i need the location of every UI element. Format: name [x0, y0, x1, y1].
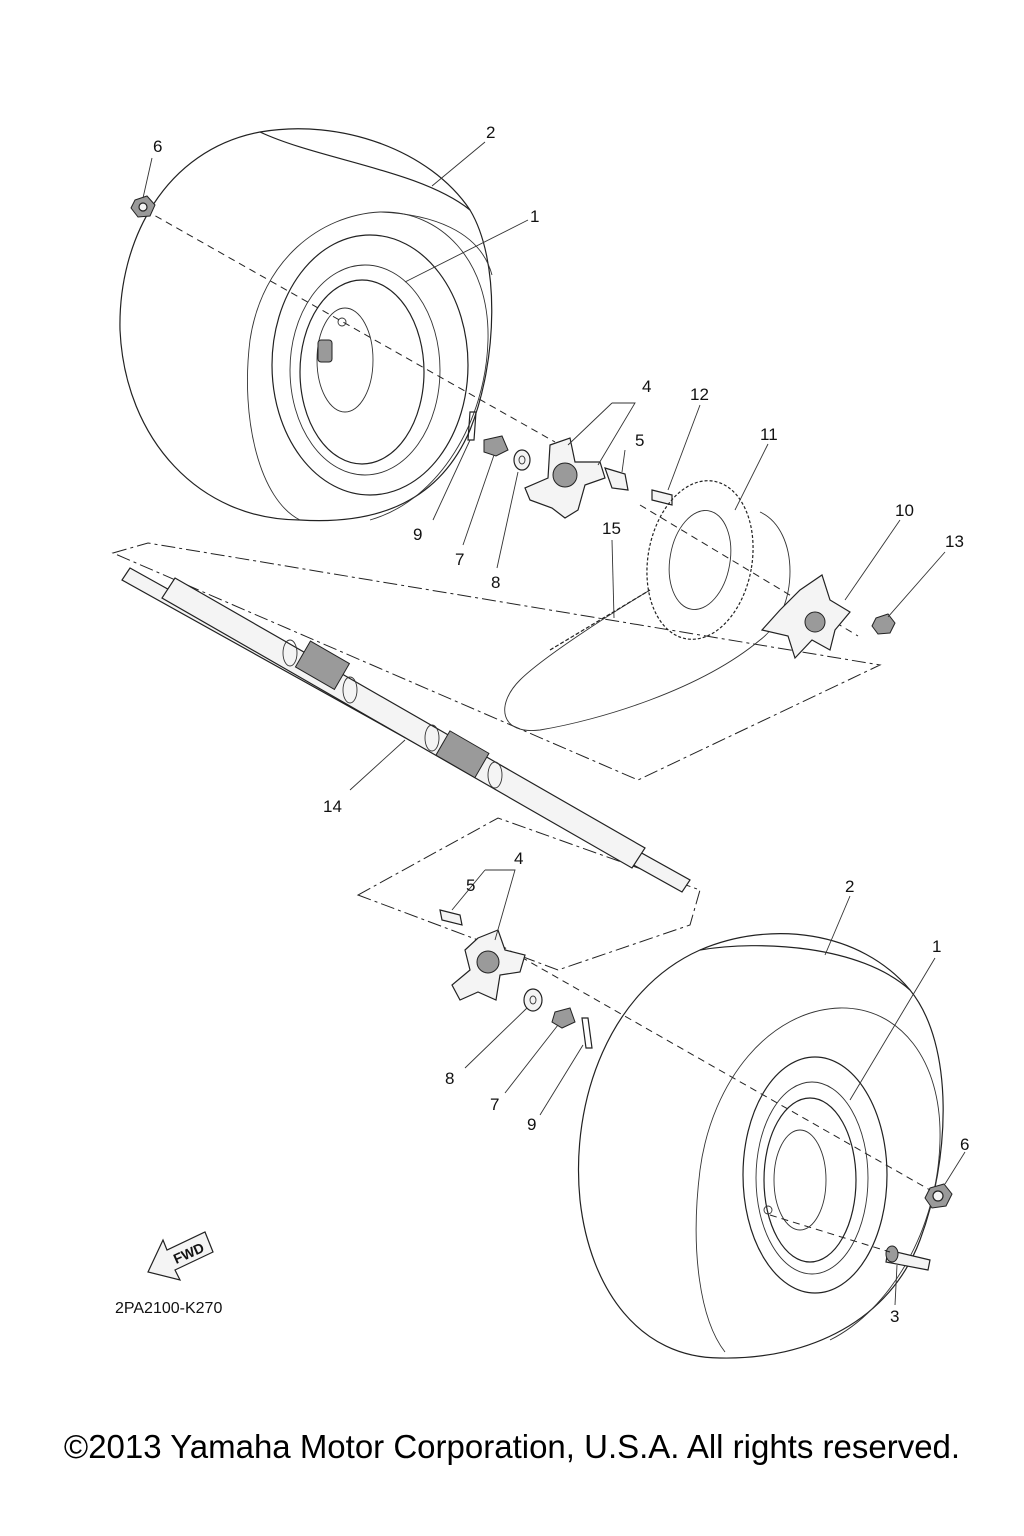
drive-chain[interactable]	[504, 511, 791, 731]
sprocket-hub[interactable]	[760, 574, 851, 660]
axis-line-upper	[144, 209, 556, 443]
hub-lower[interactable]	[451, 929, 526, 1001]
callout-1-lower: 1	[932, 937, 941, 956]
wheel-rim-lower-right[interactable]	[742, 1056, 888, 1294]
callout-9-lower: 9	[527, 1115, 536, 1134]
callout-11: 11	[760, 425, 778, 444]
callout-4-lower: 4	[514, 849, 523, 868]
callout-6-lower: 6	[960, 1135, 969, 1154]
callout-8-upper: 8	[491, 573, 500, 592]
callout-9-upper: 9	[413, 525, 422, 544]
axis-line-hub	[639, 504, 859, 637]
valve-stem[interactable]	[885, 1245, 931, 1271]
copyright-notice: ©2013 Yamaha Motor Corporation, U.S.A. A…	[63, 1428, 961, 1465]
wheel-rim-upper-left[interactable]	[271, 234, 469, 496]
callout-10: 10	[895, 501, 914, 520]
nut-upper-left[interactable]	[130, 195, 156, 218]
callout-3: 3	[890, 1307, 899, 1326]
washer-upper[interactable]	[513, 449, 531, 471]
valve-line	[769, 1214, 891, 1253]
callout-1-upper: 1	[530, 207, 539, 226]
leader-lines	[142, 141, 966, 1306]
callout-8-lower: 8	[445, 1069, 454, 1088]
hub-upper[interactable]	[524, 437, 606, 519]
hub-bolt-lower[interactable]	[439, 909, 463, 926]
sprocket[interactable]	[635, 472, 765, 648]
callout-12: 12	[690, 385, 709, 404]
callout-2-upper: 2	[486, 123, 495, 142]
callout-5-upper: 5	[635, 431, 644, 450]
callout-7-lower: 7	[490, 1095, 499, 1114]
nut-lower-right[interactable]	[924, 1183, 953, 1209]
washer-lower[interactable]	[523, 988, 543, 1012]
axle-frame-upper	[111, 542, 882, 781]
callout-13: 13	[945, 532, 964, 551]
part-code: 2PA2100-K270	[115, 1300, 222, 1317]
tire-lower-right[interactable]	[577, 933, 944, 1359]
tire-upper-left[interactable]	[119, 128, 493, 522]
callout-5-lower: 5	[466, 876, 475, 895]
axle-shaft[interactable]	[121, 567, 691, 893]
nut-13[interactable]	[871, 613, 896, 635]
callout-4-upper: 4	[642, 377, 651, 396]
callout-6-upper: 6	[153, 137, 162, 156]
callout-2-lower: 2	[845, 877, 854, 896]
cotter-pin-upper[interactable]	[467, 411, 477, 441]
callout-7-upper: 7	[455, 550, 464, 569]
hub-bolt-upper[interactable]	[604, 467, 629, 491]
axle-frame-lower	[356, 817, 701, 971]
cotter-pin-lower[interactable]	[581, 1017, 593, 1049]
callout-15: 15	[602, 519, 621, 538]
fwd-arrow-icon: FWD	[147, 1231, 214, 1281]
castle-nut-lower[interactable]	[551, 1007, 576, 1029]
callout-14: 14	[323, 797, 342, 816]
bolt-12[interactable]	[651, 489, 673, 506]
axis-line-lower	[499, 944, 931, 1191]
castle-nut-upper[interactable]	[483, 435, 509, 457]
